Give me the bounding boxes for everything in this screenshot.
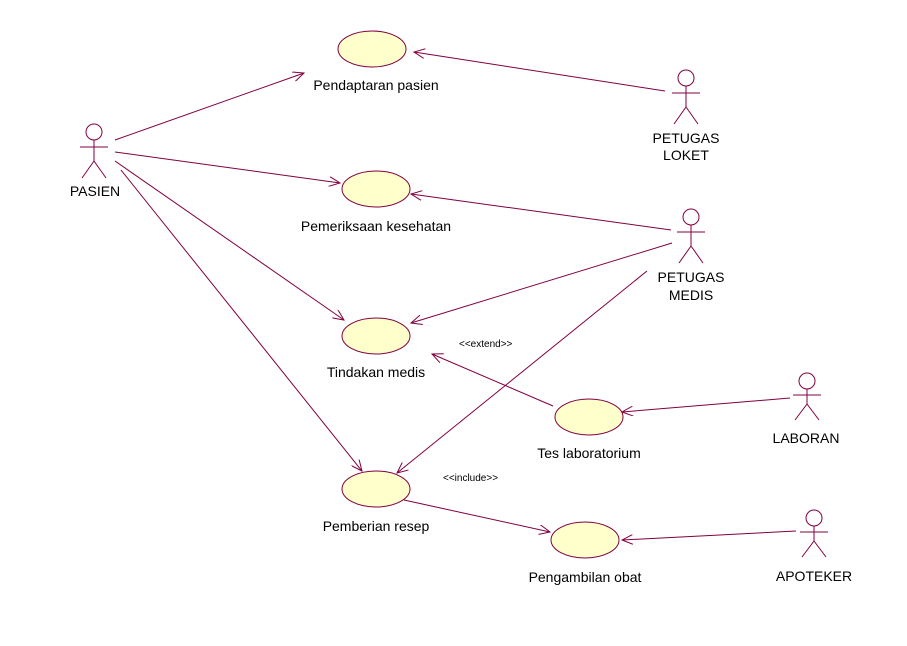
actor-petugas-medis-icon: [677, 208, 705, 264]
medis-to-resep-line: [397, 270, 648, 473]
medis-to-pemeriksaan-line: [411, 194, 672, 231]
usecase-pengambilan-obat[interactable]: Pengambilan obat: [529, 521, 642, 585]
actor-laboran-icon: [793, 372, 821, 421]
usecase-tindakan-label: Tindakan medis: [327, 364, 425, 380]
pasien-to-pemeriksaan-line: [114, 151, 340, 183]
usecase-tes-laboratorium-label: Tes laboratorium: [537, 445, 641, 461]
actor-pasien[interactable]: PASIEN: [70, 123, 120, 199]
laboran-to-tes-line: [622, 397, 791, 412]
actor-petugas-medis-label-line1: PETUGAS: [658, 269, 725, 285]
usecase-pendaftaran-label: Pendaptaran pasien: [313, 77, 438, 93]
medis-to-tindakan-line: [411, 242, 673, 323]
include-stereotype: <<include>>: [443, 473, 498, 484]
actor-petugas-loket-label-line2: LOKET: [663, 147, 709, 163]
usecase-tes-laboratorium[interactable]: Tes laboratorium: [537, 398, 641, 461]
actor-petugas-loket-label-line1: PETUGAS: [653, 130, 720, 146]
pasien-to-tindakan-line: [114, 160, 344, 320]
actor-petugas-loket[interactable]: PETUGAS LOKET: [653, 69, 720, 163]
extend-line: [432, 354, 554, 407]
usecase-tindakan[interactable]: Tindakan medis: [327, 317, 425, 380]
actor-petugas-medis-label-line2: MEDIS: [669, 287, 713, 303]
include-line: [403, 499, 550, 532]
usecase-pendaftaran[interactable]: Pendaptaran pasien: [313, 30, 439, 93]
actor-laboran[interactable]: LABORAN: [773, 372, 840, 446]
extend-stereotype: <<extend>>: [459, 339, 513, 350]
usecase-pemeriksaan[interactable]: Pemeriksaan kesehatan: [301, 170, 451, 234]
usecase-pemberian-resep[interactable]: Pemberian resep: [323, 470, 430, 534]
usecase-pemeriksaan-label: Pemeriksaan kesehatan: [301, 218, 451, 234]
actor-apoteker-icon: [800, 509, 828, 558]
usecase-pengambilan-obat-label: Pengambilan obat: [529, 569, 642, 585]
apoteker-to-obat-line: [622, 530, 797, 540]
usecase-pemberian-resep-label: Pemberian resep: [323, 518, 430, 534]
pasien-to-resep-line: [120, 169, 362, 471]
loket-to-pendaftaran-line: [414, 52, 666, 92]
actor-laboran-label: LABORAN: [773, 430, 840, 446]
actor-apoteker-label: APOTEKER: [776, 568, 852, 584]
actor-pasien-icon: [80, 123, 108, 179]
actor-petugas-loket-icon: [672, 69, 700, 125]
actor-petugas-medis[interactable]: PETUGAS MEDIS: [658, 208, 725, 303]
actor-apoteker[interactable]: APOTEKER: [776, 509, 852, 584]
actor-pasien-label: PASIEN: [70, 183, 120, 199]
pasien-to-pendaftaran-line: [114, 73, 304, 141]
